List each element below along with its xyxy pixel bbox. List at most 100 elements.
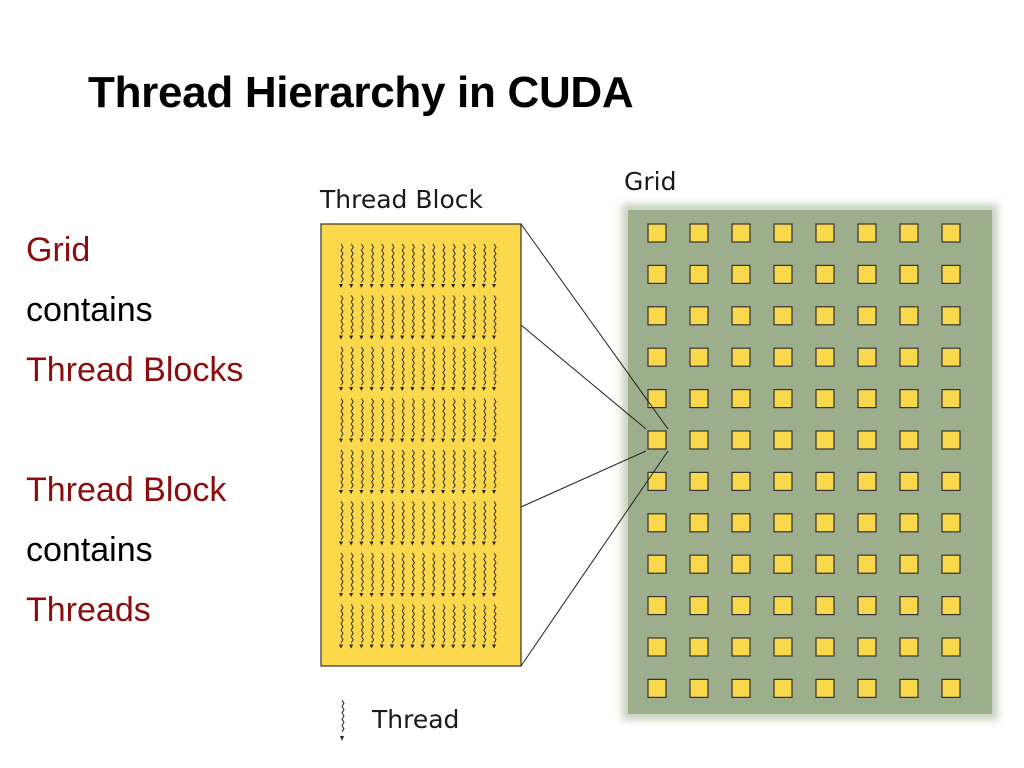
thread-arrowhead bbox=[430, 541, 435, 546]
grid-block-cell bbox=[857, 264, 877, 284]
thread-icon bbox=[452, 295, 456, 335]
thread-arrowhead bbox=[339, 644, 343, 649]
thread-arrowhead bbox=[339, 593, 343, 597]
grid-block-cell bbox=[941, 430, 961, 450]
thread-icon bbox=[411, 604, 415, 644]
grid-block-cell bbox=[647, 347, 667, 367]
thread-arrowhead bbox=[390, 541, 394, 546]
thread-arrowhead bbox=[349, 284, 354, 288]
thread-arrowhead bbox=[481, 438, 486, 443]
thread-icon bbox=[371, 604, 375, 644]
connector-line bbox=[520, 324, 647, 430]
grid-block-cell bbox=[857, 595, 877, 616]
grid-cells bbox=[647, 223, 961, 699]
thread-icon bbox=[411, 501, 415, 541]
thread-icon bbox=[391, 243, 395, 283]
thread-arrowhead bbox=[441, 541, 445, 546]
thread-icon bbox=[483, 552, 487, 592]
thread-arrowhead bbox=[359, 541, 364, 546]
grid-block-cell bbox=[857, 347, 877, 367]
thread-arrowhead bbox=[369, 335, 374, 340]
grid-block-cell bbox=[647, 513, 667, 533]
thread-arrowhead bbox=[400, 541, 405, 546]
thread-arrowhead bbox=[430, 490, 435, 494]
thread-icon bbox=[432, 449, 436, 489]
grid-block-cell bbox=[815, 389, 835, 409]
thread-arrowhead bbox=[359, 335, 364, 340]
grid-block-cell bbox=[647, 264, 667, 284]
connector-line bbox=[520, 450, 647, 508]
thread-arrowhead bbox=[441, 335, 445, 340]
thread-icon bbox=[483, 295, 487, 335]
thread-legend-wave bbox=[341, 699, 345, 733]
thread-arrowhead bbox=[369, 541, 374, 546]
thread-arrowhead bbox=[400, 593, 405, 597]
thread-icon bbox=[442, 243, 446, 283]
grid-block-cell bbox=[941, 264, 961, 284]
thread-icon bbox=[493, 552, 497, 592]
grid-block-cell bbox=[689, 223, 709, 243]
side-text-thread-blocks: Thread Blocks bbox=[26, 351, 244, 389]
thread-arrowhead bbox=[492, 490, 496, 494]
thread-arrowhead bbox=[359, 644, 364, 649]
thread-icon bbox=[391, 449, 395, 489]
thread-arrowhead bbox=[410, 490, 415, 494]
thread-arrowhead bbox=[441, 490, 445, 494]
thread-icon bbox=[473, 449, 477, 489]
thread-icon bbox=[473, 501, 477, 541]
thread-arrowhead bbox=[349, 335, 354, 340]
grid-block-cell bbox=[773, 347, 793, 367]
grid-block-cell bbox=[857, 223, 877, 243]
thread-icon bbox=[462, 449, 466, 489]
thread-icon bbox=[381, 346, 385, 386]
grid-block-cell bbox=[647, 430, 667, 450]
thread-arrowhead bbox=[349, 490, 354, 494]
connector-lines bbox=[520, 223, 669, 667]
thread-arrowhead bbox=[390, 593, 394, 597]
thread-icon bbox=[422, 552, 426, 592]
thread-icon bbox=[381, 501, 385, 541]
thread-arrowhead bbox=[359, 387, 364, 391]
grid-block-cell bbox=[647, 306, 667, 326]
thread-arrowhead bbox=[420, 284, 425, 288]
thread-icon bbox=[411, 449, 415, 489]
thread-arrowhead bbox=[369, 284, 374, 288]
thread-arrowhead bbox=[461, 541, 466, 546]
grid-block-cell bbox=[857, 430, 877, 450]
thread-icon bbox=[360, 295, 364, 335]
thread-icon bbox=[340, 295, 344, 335]
thread-arrowhead bbox=[379, 438, 384, 443]
thread-icon bbox=[473, 604, 477, 644]
thread-arrowhead bbox=[461, 335, 466, 340]
grid-block-cell bbox=[647, 554, 667, 574]
thread-arrowhead bbox=[471, 284, 476, 288]
thread-arrowhead bbox=[451, 284, 456, 288]
grid-block-cell bbox=[899, 389, 919, 409]
thread-block-label: Thread Block bbox=[319, 185, 483, 214]
thread-icon bbox=[462, 552, 466, 592]
thread-arrowhead bbox=[430, 387, 435, 391]
thread-icon bbox=[411, 346, 415, 386]
thread-arrowhead bbox=[471, 387, 476, 391]
grid-block-cell bbox=[689, 637, 709, 657]
grid-label: Grid bbox=[624, 167, 676, 196]
thread-arrowhead bbox=[369, 593, 374, 597]
thread-arrowhead bbox=[410, 593, 415, 597]
thread-icon bbox=[483, 346, 487, 386]
grid-block-cell bbox=[689, 595, 709, 616]
thread-arrowhead bbox=[461, 490, 466, 494]
thread-arrowhead bbox=[349, 593, 354, 597]
grid-block-cell bbox=[899, 223, 919, 243]
grid-block-cell bbox=[689, 347, 709, 367]
thread-arrowhead bbox=[390, 438, 394, 443]
thread-icon bbox=[442, 346, 446, 386]
grid-block-cell bbox=[773, 471, 793, 491]
grid-block-cell bbox=[773, 389, 793, 409]
thread-arrowhead bbox=[379, 541, 384, 546]
thread-arrowhead bbox=[379, 387, 384, 391]
grid-block-cell bbox=[815, 430, 835, 450]
grid-block-cell bbox=[941, 306, 961, 326]
thread-arrowhead bbox=[410, 438, 415, 443]
thread-arrowhead bbox=[492, 335, 496, 340]
